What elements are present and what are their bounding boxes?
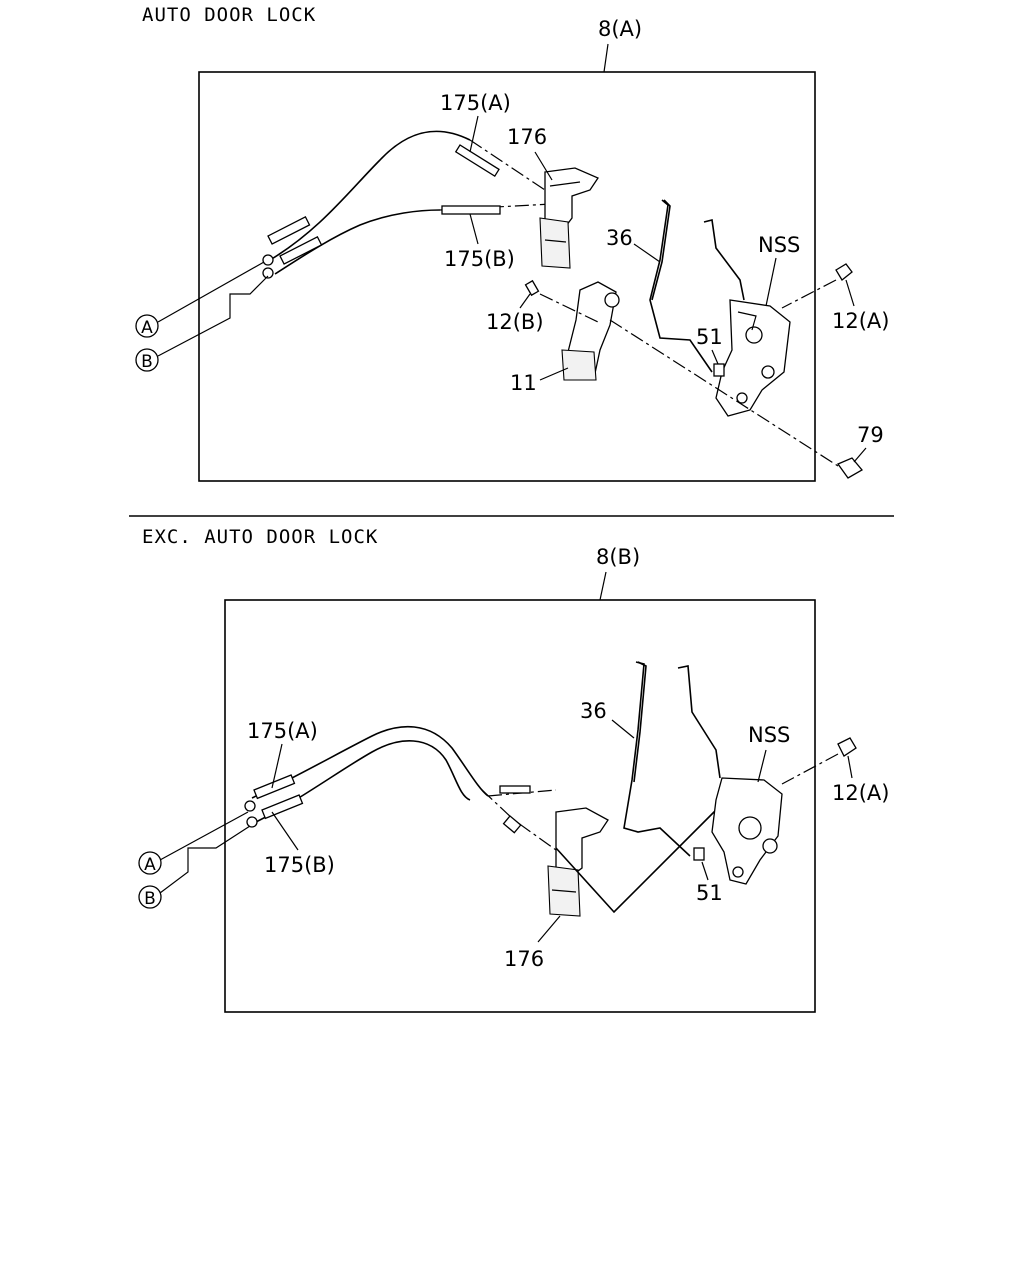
bolt-12a-label: 12(A) <box>832 309 889 333</box>
bolt-12a-leader <box>847 755 853 779</box>
marker-b-circle <box>138 885 162 909</box>
marker-a-label: A <box>141 318 153 338</box>
clip-51 <box>713 363 725 377</box>
latch-nss <box>677 665 783 885</box>
screw-79 <box>609 319 863 479</box>
marker-b-label: B <box>144 889 156 909</box>
clip-leader <box>711 349 719 365</box>
bolt-12a-label: 12(A) <box>832 781 889 805</box>
cable-a <box>244 725 557 812</box>
marker-b-leader <box>157 275 269 357</box>
clip-label: 51 <box>696 325 723 349</box>
assembly-ref-leader <box>603 43 609 73</box>
latch-label: NSS <box>748 723 790 747</box>
marker-a-circle <box>138 851 162 875</box>
cable-b <box>246 740 557 851</box>
section-auto-door-lock: AUTO DOOR LOCK 8(A) A B 175(A <box>135 4 889 482</box>
section-exc-auto-door-lock: EXC. AUTO DOOR LOCK 8(B) A B 175(A) 175( <box>138 526 889 1013</box>
cable-a <box>262 130 549 266</box>
marker-a-leader <box>157 261 265 323</box>
cable-a-leader <box>271 743 283 789</box>
cable-b <box>262 203 553 279</box>
cable-a-label: 175(A) <box>440 91 511 115</box>
actuator-label: 176 <box>504 947 544 971</box>
bolt-12b-leader <box>519 293 531 309</box>
bolt-12a-leader <box>845 279 855 307</box>
bolt-12b-label: 12(B) <box>486 310 544 334</box>
screw-label: 79 <box>857 423 884 447</box>
rod-label: 36 <box>580 699 607 723</box>
bolt-12b <box>524 279 599 323</box>
assembly-ref-label: 8(B) <box>596 545 640 569</box>
rod-36 <box>623 661 691 857</box>
cable-b-leader <box>469 213 479 245</box>
assembly-ref-leader <box>599 571 607 601</box>
cable-b-leader <box>271 811 299 851</box>
marker-b-label: B <box>141 352 153 372</box>
linkage-rod <box>555 809 717 914</box>
lock-motor-label: 11 <box>510 371 537 395</box>
marker-a-leader <box>159 811 249 861</box>
lock-motor-11 <box>561 281 620 381</box>
rod-leader <box>611 719 635 739</box>
actuator-176 <box>547 807 609 917</box>
actuator-label: 176 <box>507 125 547 149</box>
cable-a-leader <box>469 115 479 153</box>
rod-label: 36 <box>606 226 633 250</box>
actuator-176 <box>539 167 599 269</box>
screw-leader <box>853 447 867 463</box>
latch-nss <box>703 219 791 417</box>
latch-label: NSS <box>758 233 800 257</box>
clip-51 <box>693 847 705 861</box>
clip-label: 51 <box>696 881 723 905</box>
assembly-ref-label: 8(A) <box>598 17 642 41</box>
actuator-leader <box>534 151 553 181</box>
rod-leader <box>633 243 661 263</box>
marker-b-leader <box>159 825 251 894</box>
cable-a-label: 175(A) <box>247 719 318 743</box>
assembly-frame <box>198 71 816 482</box>
cable-b-label: 175(B) <box>264 853 335 877</box>
marker-a-circle <box>135 314 159 338</box>
marker-a-label: A <box>144 855 156 875</box>
bolt-12a <box>781 737 857 785</box>
marker-b-circle <box>135 348 159 372</box>
latch-leader <box>757 749 767 783</box>
section-title: EXC. AUTO DOOR LOCK <box>142 526 378 548</box>
actuator-leader <box>537 915 561 943</box>
lock-motor-leader <box>539 367 569 381</box>
cable-b-label: 175(B) <box>444 247 515 271</box>
clip-leader <box>701 861 709 881</box>
bolt-12a <box>781 263 853 309</box>
section-title: AUTO DOOR LOCK <box>142 4 316 26</box>
latch-leader <box>765 257 777 307</box>
assembly-frame <box>224 599 816 1013</box>
rod-36 <box>649 199 713 373</box>
